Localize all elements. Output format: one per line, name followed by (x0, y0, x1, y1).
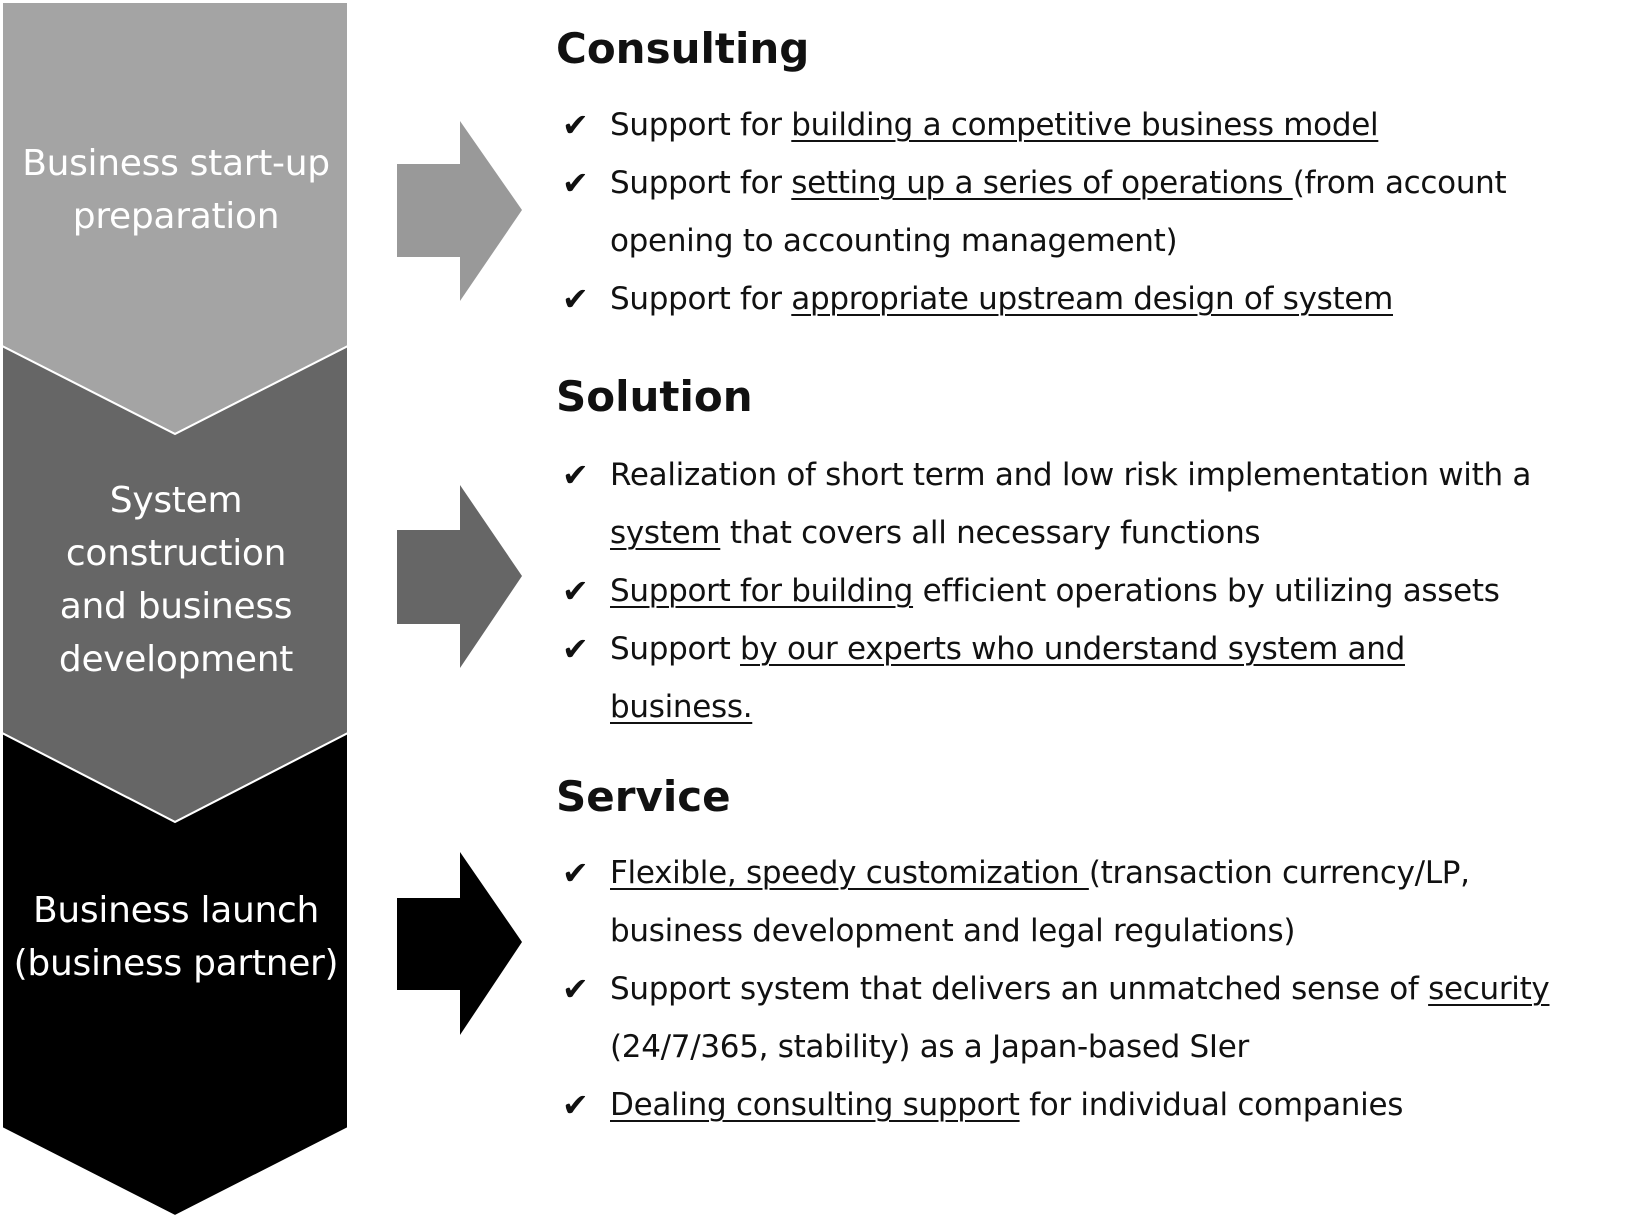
bullet-line: opening to accounting management) (610, 212, 1506, 270)
bullet-line: business development and legal regulatio… (610, 902, 1470, 960)
arrow-to-solution (397, 485, 522, 668)
checkmark-icon: ✔ (562, 854, 589, 892)
bullet-underlined-text: building a competitive business model (791, 107, 1379, 143)
bullet-plain-text: Support for (610, 165, 792, 201)
checkmark-icon: ✔ (562, 572, 589, 610)
stage-label-line: Business start-up (22, 143, 330, 184)
bullet-plain-text: (24/7/365, stability) as a Japan-based S… (610, 1029, 1249, 1065)
bullet-underlined-text: Support for building (610, 573, 914, 609)
stage-label-line: (business partner) (13, 943, 339, 984)
bullet-plain-text: opening to accounting management) (610, 223, 1178, 259)
checkmark-icon: ✔ (562, 630, 589, 668)
bullet-text: Support by our experts who understand sy… (610, 620, 1405, 736)
stage-label-line: development (58, 639, 294, 680)
section-title-consulting: Consulting (556, 24, 810, 73)
bullet-plain-text: Support system that delivers an unmatche… (610, 971, 1429, 1007)
bullet-line: Realization of short term and low risk i… (610, 446, 1531, 504)
arrow-to-consulting (397, 121, 522, 301)
bullet-text: Flexible, speedy customization (transact… (610, 844, 1470, 960)
bullet-line: Flexible, speedy customization (transact… (610, 844, 1470, 902)
bullet-text: Support for building a competitive busin… (610, 96, 1379, 154)
bullet-text: Support for setting up a series of opera… (610, 154, 1507, 270)
bullet-plain-text: that covers all necessary functions (720, 515, 1261, 551)
bullet-underlined-text: system (610, 515, 721, 551)
bullet-line: business. (610, 678, 1405, 736)
bullet-plain-text: (transaction currency/LP, (1088, 855, 1470, 891)
checkmark-icon: ✔ (562, 970, 589, 1008)
checkmark-icon: ✔ (562, 1086, 589, 1124)
checkmark-icon: ✔ (562, 106, 589, 144)
bullet-plain-text: Support for (610, 281, 792, 317)
bullet-item: ✔ Support for setting up a series of oper… (562, 154, 1637, 270)
bullet-underlined-text: by our experts who understand system and (740, 631, 1405, 667)
bullet-item: ✔ Dealing consulting support for individu… (562, 1076, 1637, 1134)
bullet-underlined-text: security (1428, 971, 1550, 1007)
bullet-underlined-text: appropriate upstream design of system (791, 281, 1393, 317)
bullet-line: Support for building efficient operation… (610, 562, 1500, 620)
section-title-service: Service (556, 772, 731, 821)
bullet-text: Dealing consulting support for individua… (610, 1076, 1403, 1134)
bullet-plain-text: Support for (610, 107, 792, 143)
bullet-plain-text: Support (610, 631, 741, 667)
bullet-line: Support for setting up a series of opera… (610, 154, 1507, 212)
bullet-text: Support system that delivers an unmatche… (610, 960, 1550, 1076)
bullet-line: Support system that delivers an unmatche… (610, 960, 1550, 1018)
stage-label-startup: Business start-up preparation (0, 137, 352, 243)
checkmark-icon: ✔ (562, 164, 589, 202)
bullet-line: (24/7/365, stability) as a Japan-based S… (610, 1018, 1549, 1076)
checkmark-icon: ✔ (562, 456, 589, 494)
bullet-line: Dealing consulting support for individua… (610, 1076, 1403, 1134)
checkmark-icon: ✔ (562, 280, 589, 318)
bullet-plain-text: Realization of short term and low risk i… (610, 457, 1532, 493)
bullet-underlined-text: Flexible, speedy customization (610, 855, 1089, 891)
section-title-solution: Solution (556, 372, 753, 421)
stage-label-line: and business (59, 586, 293, 627)
bullet-plain-text: for individual companies (1019, 1087, 1404, 1123)
bullet-underlined-text: Dealing consulting support (610, 1087, 1020, 1123)
bullet-line: system that covers all necessary functio… (610, 504, 1531, 562)
bullet-item: ✔ Support by our experts who understand s… (562, 620, 1637, 736)
bullet-item: ✔ Support for building efficient operatio… (562, 562, 1637, 620)
bullet-line: Support for appropriate upstream design … (610, 270, 1393, 328)
bullet-text: Realization of short term and low risk i… (610, 446, 1531, 562)
stage-label-line: System (109, 480, 243, 521)
bullet-item: ✔ Support for building a competitive busi… (562, 96, 1637, 154)
bullet-item: ✔ Support system that delivers an unmatch… (562, 960, 1637, 1076)
bullet-underlined-text: setting up a series of operations (791, 165, 1293, 201)
bullet-item: ✔ Support for appropriate upstream design… (562, 270, 1637, 328)
stage-label-line: preparation (72, 196, 280, 237)
bullet-plain-text: business development and legal regulatio… (610, 913, 1296, 949)
bullet-plain-text: efficient operations by utilizing assets (913, 573, 1500, 609)
bullet-line: Support for building a competitive busin… (610, 96, 1379, 154)
bullet-plain-text: (from account (1292, 165, 1507, 201)
bullet-item: ✔ Flexible, speedy customization (transac… (562, 844, 1637, 960)
stage-label-line: construction (65, 533, 287, 574)
stage-label-line: Business launch (33, 890, 319, 931)
bullet-line: Support by our experts who understand sy… (610, 620, 1405, 678)
stage-chevron-3 (0, 731, 349, 1217)
stage-label-construction: System construction and business develop… (0, 474, 352, 686)
bullet-text: Support for building efficient operation… (610, 562, 1500, 620)
bullet-text: Support for appropriate upstream design … (610, 270, 1393, 328)
bullet-item: ✔ Realization of short term and low risk … (562, 446, 1637, 562)
arrow-to-service (397, 852, 522, 1035)
stage-label-launch: Business launch (business partner) (0, 884, 352, 990)
bullet-underlined-text: business. (610, 689, 753, 725)
